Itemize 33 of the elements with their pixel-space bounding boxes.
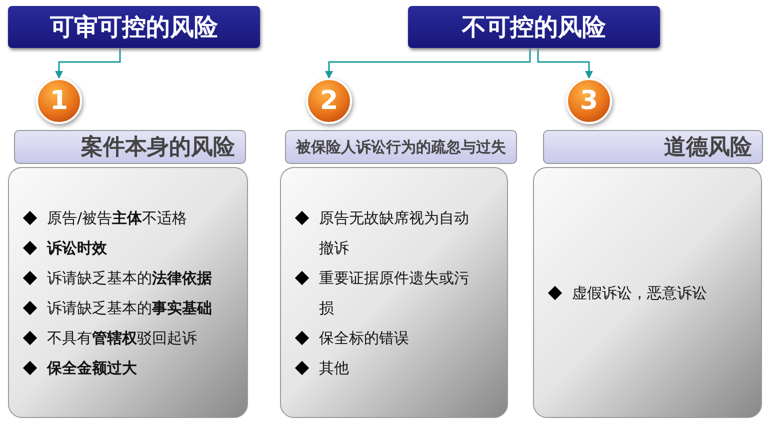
arrow: [55, 48, 121, 79]
number-text: 2: [320, 86, 338, 116]
title-text: 案件本身的风险: [81, 134, 235, 162]
heading-box: [408, 6, 660, 48]
bullet-text: 保全标的错误: [319, 328, 409, 348]
number-circle: [36, 78, 82, 124]
content-panel: [533, 167, 762, 418]
number-text: 3: [580, 86, 598, 116]
bullet-text: 其他: [319, 358, 349, 378]
number-text: 1: [50, 86, 68, 116]
number-circle: [306, 78, 352, 124]
bullet-text: 原告/被告主体不适格: [47, 208, 188, 228]
title-text: 道德风险: [664, 134, 752, 162]
bullet-text: 原告无故缺席视为自动撤诉: [319, 208, 470, 258]
arrow: [325, 48, 531, 79]
heading-box: [8, 6, 260, 48]
bullet-text: 不具有管辖权驳回起诉: [47, 328, 197, 348]
number-circle: [566, 78, 612, 124]
bullet-text: 诉请缺乏基本的法律依据: [47, 268, 212, 288]
heading-text: 可审可控的风险: [50, 12, 218, 43]
bullet-text: 保全金额过大: [47, 358, 137, 378]
heading-text: 不可控的风险: [462, 12, 606, 43]
title-band: [14, 130, 246, 164]
title-band: [285, 130, 517, 164]
bullet-text: 重要证据原件遗失或污损: [319, 268, 470, 318]
bullet-text: 诉讼时效: [47, 238, 107, 258]
content-panel: [280, 167, 508, 418]
content-panel: [8, 167, 248, 418]
title-text: 被保险人诉讼行为的疏忽与过失: [296, 138, 506, 156]
bullet-text: 虚假诉讼，恶意诉讼: [572, 282, 707, 304]
title-band: [543, 130, 763, 164]
bullet-text: 诉请缺乏基本的事实基础: [47, 298, 212, 318]
arrow: [537, 48, 593, 79]
